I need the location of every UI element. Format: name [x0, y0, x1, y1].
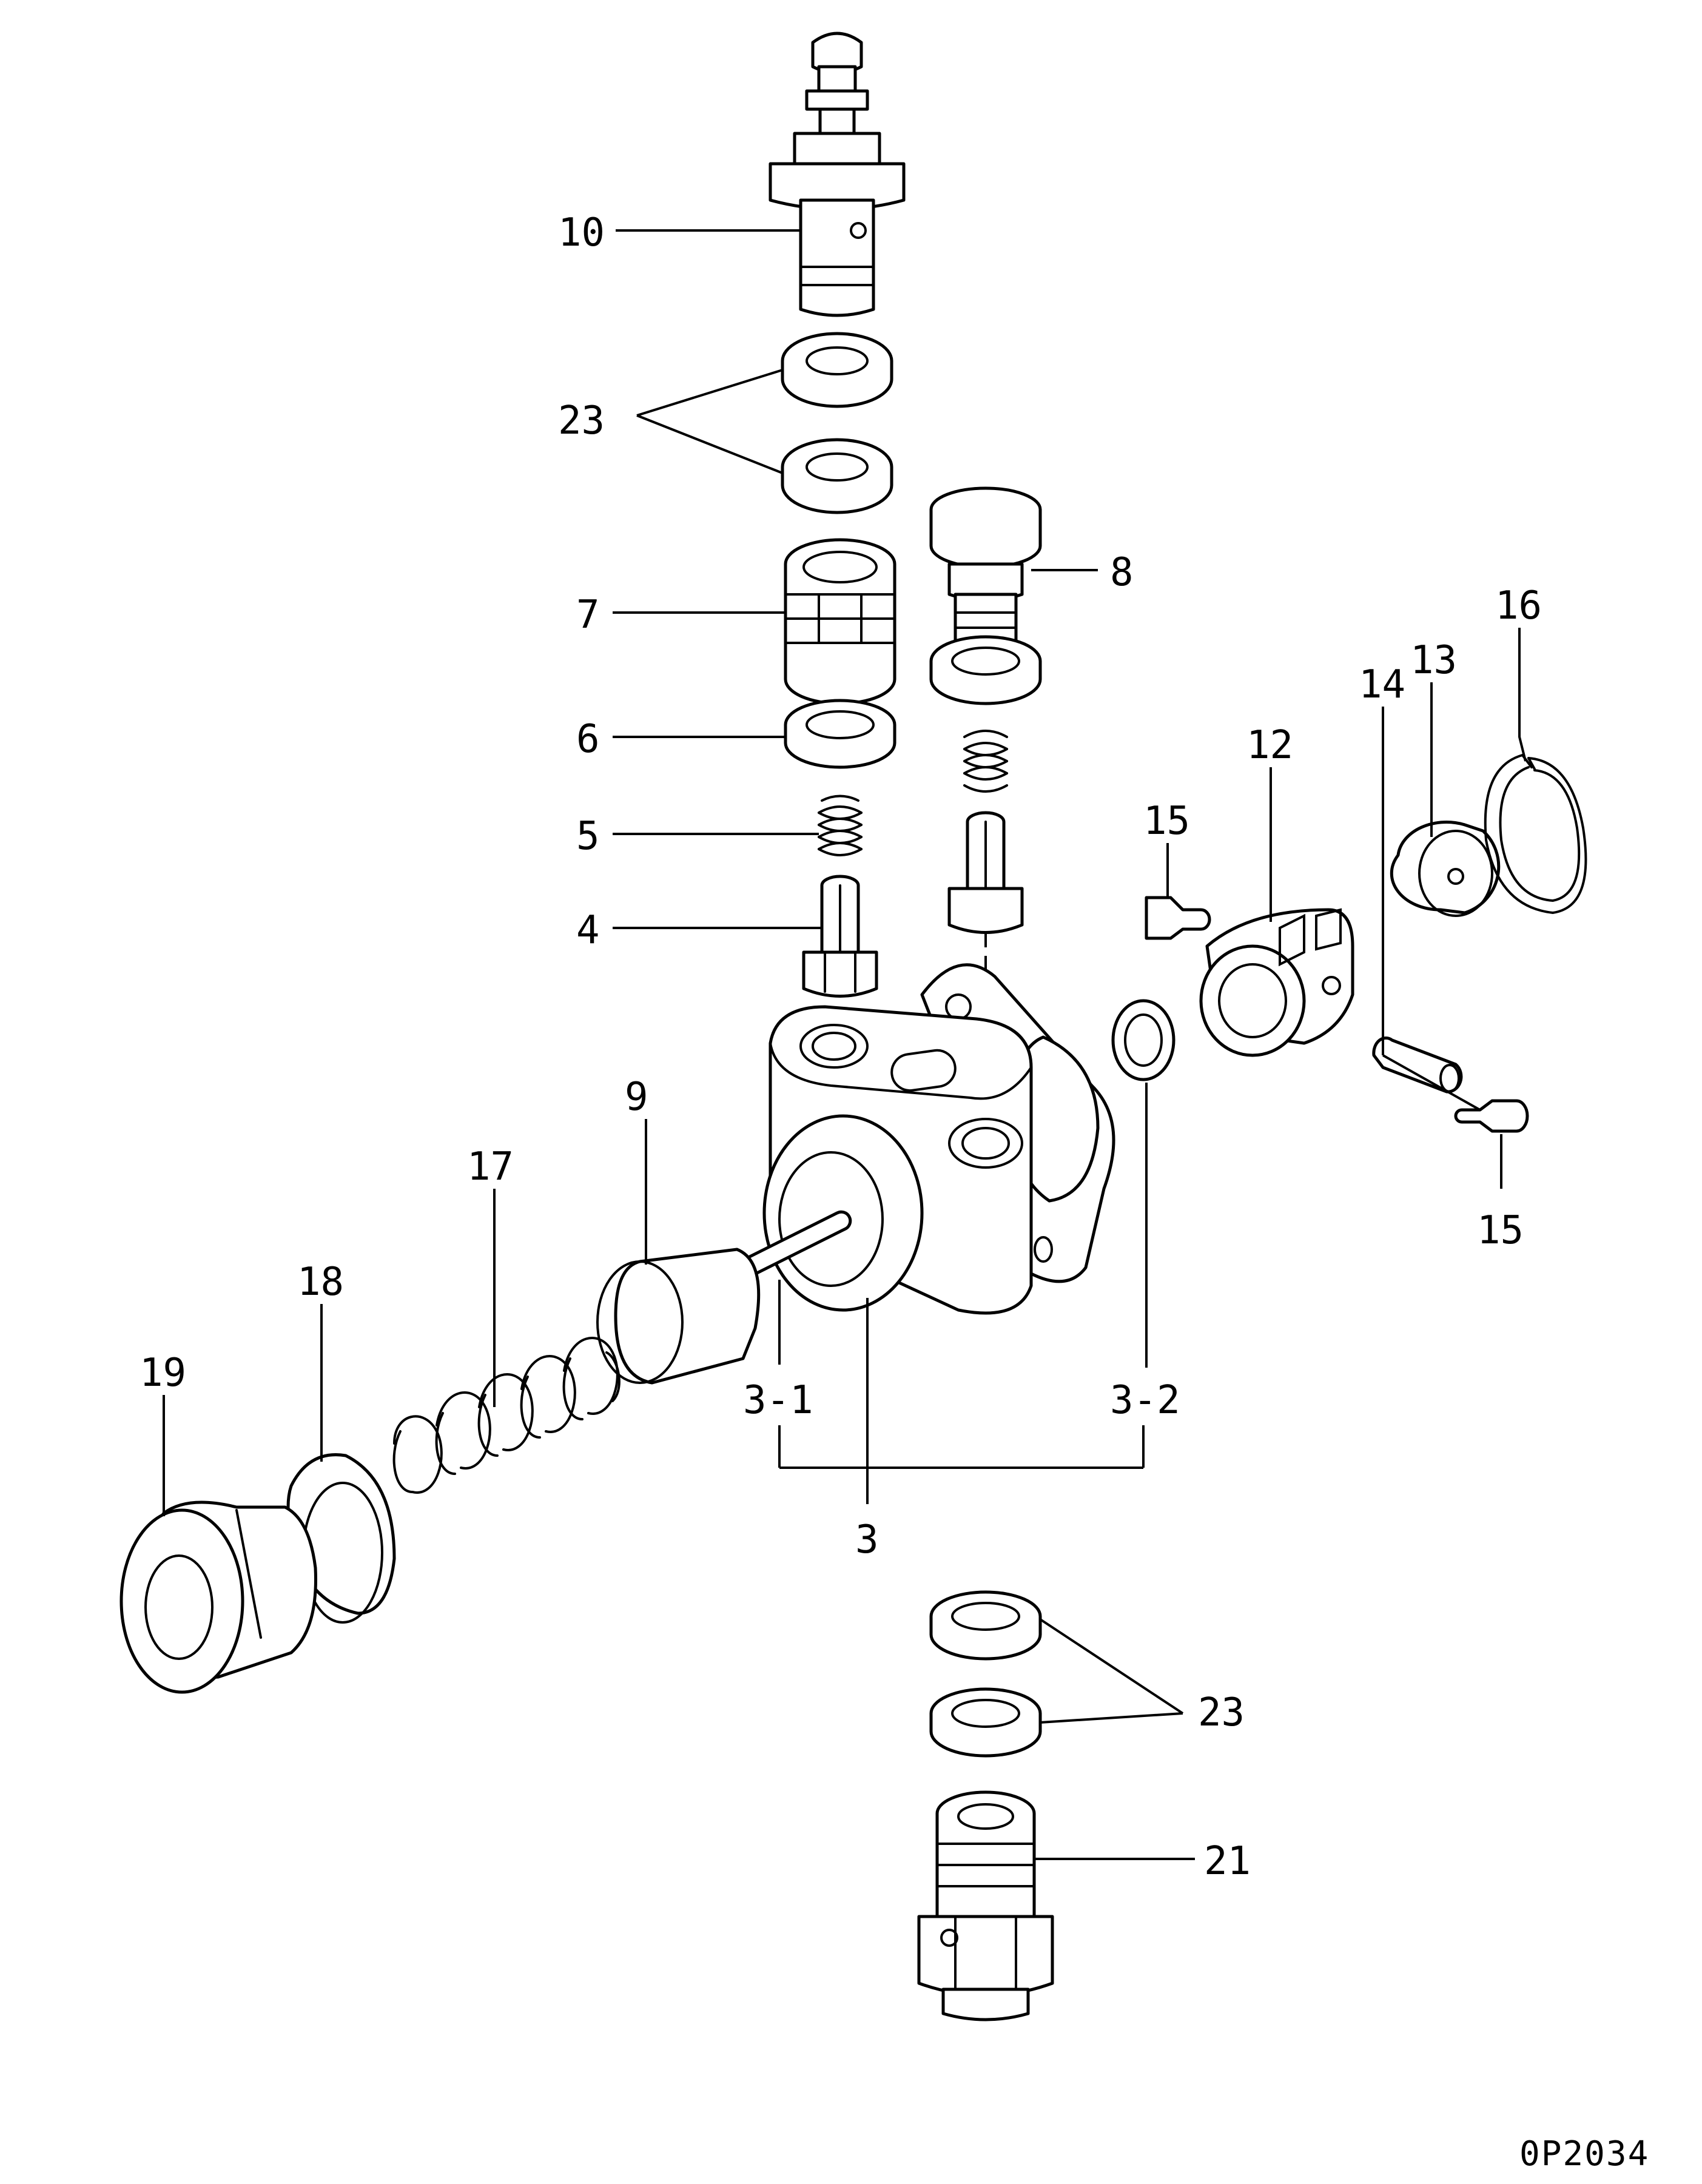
part-21-fitting: [917, 1790, 1054, 2021]
part-3-2-ring: [1111, 999, 1176, 1081]
callout-8: 8: [1110, 550, 1134, 595]
callout-7: 7: [576, 593, 600, 637]
part-12-housing: [1199, 908, 1354, 1057]
callout-3: 3: [855, 1517, 879, 1562]
callout-13: 13: [1410, 638, 1457, 683]
callout-3-2: 3-2: [1110, 1378, 1180, 1423]
part-17-spring: [392, 1337, 621, 1494]
callout-9: 9: [625, 1075, 648, 1120]
part-4-valve: [802, 875, 878, 998]
part-7-nut: [784, 538, 896, 705]
part-10-fitting: [769, 32, 906, 317]
callout-4: 4: [576, 908, 600, 953]
part-6-washer: [784, 699, 896, 769]
callout-labels: 10 23 8 7 6 5 4 16 13 14 12 15 15 9 17 1…: [140, 210, 1649, 2174]
part-16-snap-ring: [1484, 754, 1587, 915]
callout-3-1: 3-1: [743, 1378, 813, 1423]
callout-19: 19: [140, 1351, 186, 1396]
part-5-spring: [818, 795, 863, 856]
part-right-stack: [929, 635, 1042, 934]
callout-17: 17: [467, 1144, 514, 1189]
part-19-cap-nut: [119, 1500, 317, 1694]
part-23-washers-top: [781, 332, 893, 514]
callout-18: 18: [297, 1260, 344, 1305]
callout-12: 12: [1246, 723, 1293, 768]
callout-14: 14: [1359, 662, 1405, 707]
part-9-sleeve: [596, 1248, 761, 1385]
callout-5: 5: [576, 814, 600, 859]
part-3-body: [739, 963, 1115, 1315]
part-13-roller: [1390, 821, 1501, 917]
callout-15-bottom: 15: [1477, 1208, 1524, 1253]
callout-23-bottom: 23: [1198, 1690, 1245, 1735]
drawing-code: 0P2034: [1519, 2134, 1649, 2174]
part-15-screws: [1145, 896, 1529, 1133]
part-23-washers-bottom: [929, 1590, 1042, 1758]
callout-16: 16: [1495, 583, 1542, 628]
part-14-pin: [1372, 1037, 1463, 1094]
part-8-plug: [929, 486, 1042, 650]
callout-10: 10: [558, 210, 605, 255]
callout-21: 21: [1204, 1839, 1251, 1884]
callout-6: 6: [576, 717, 600, 762]
leader-lines: [163, 229, 1527, 1860]
callout-23-top: 23: [558, 398, 605, 443]
callout-15-top: 15: [1143, 799, 1190, 844]
